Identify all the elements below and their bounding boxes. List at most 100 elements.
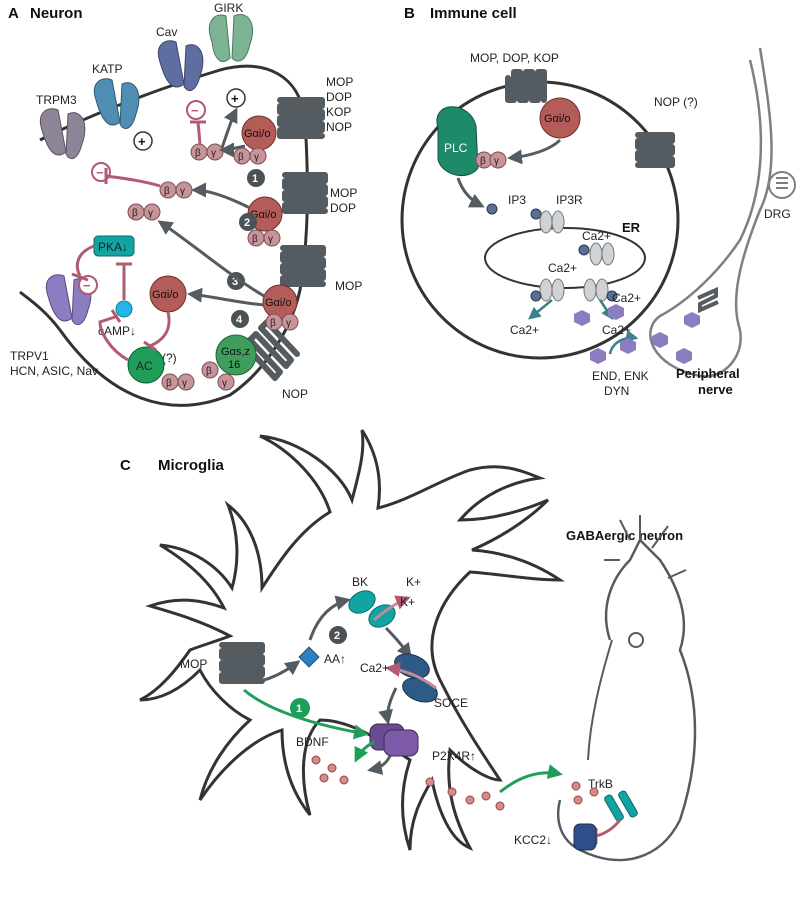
svg-text:Gαs,z: Gαs,z xyxy=(221,346,250,358)
trkb-receptor: TrkB xyxy=(588,777,638,822)
inhibit-pka-trpv1 xyxy=(71,244,95,282)
panel-b-title: Immune cell xyxy=(430,5,517,22)
trpm3-channel: TRPM3 xyxy=(36,93,86,160)
ca-er-1: Ca2+ xyxy=(548,261,577,275)
receptor-1 xyxy=(277,97,325,139)
svg-text:γ: γ xyxy=(286,318,291,329)
r4-label: NOP xyxy=(282,387,308,401)
svg-text:γ: γ xyxy=(254,152,259,163)
svg-text:1: 1 xyxy=(296,703,302,715)
gas-protein: (?) Gαs,z 16 β γ β γ xyxy=(161,334,257,391)
svg-text:γ: γ xyxy=(222,378,227,389)
r3-label-0: MOP xyxy=(335,279,362,293)
step-2-badge: 2 xyxy=(239,213,257,231)
svg-text:β: β xyxy=(480,156,486,167)
step-4-badge: 4 xyxy=(231,310,249,328)
svg-text:2: 2 xyxy=(244,217,250,229)
cav-label: Cav xyxy=(156,25,177,39)
svg-text:β: β xyxy=(206,366,212,377)
nop-label: NOP (?) xyxy=(654,95,698,109)
svg-text:β: β xyxy=(166,378,172,389)
cav-channel: Cav xyxy=(156,25,204,92)
svg-text:−: − xyxy=(191,103,199,118)
bdnf-label: BDNF xyxy=(296,735,329,749)
svg-text:4: 4 xyxy=(236,314,243,326)
step-1-c-badge: 1 xyxy=(290,698,310,718)
svg-text:β: β xyxy=(238,152,244,163)
svg-text:Gαi/o: Gαi/o xyxy=(265,297,292,309)
svg-text:−: − xyxy=(83,278,91,293)
svg-text:β: β xyxy=(164,186,170,197)
soce-channel: SOCE xyxy=(394,653,468,710)
panel-a-letter: A xyxy=(8,5,19,22)
svg-text:3: 3 xyxy=(232,276,238,288)
panel-c-title: Microglia xyxy=(158,457,225,474)
receptor-2 xyxy=(282,172,328,214)
svg-text:γ: γ xyxy=(268,234,273,245)
step-3-badge: 3 xyxy=(227,272,245,290)
immune-gai: Gαi/o xyxy=(539,97,581,139)
nop-receptor xyxy=(635,132,675,168)
ca-er-2: Ca2+ xyxy=(582,229,611,243)
ip3-molecule-4 xyxy=(530,290,542,302)
green-arrow-bdnf-to-trkb xyxy=(499,764,563,794)
inhibit-trkb-kcc2 xyxy=(594,819,622,844)
aa-molecule xyxy=(298,646,320,668)
ip3-molecule-5 xyxy=(606,290,618,302)
svg-text:β: β xyxy=(195,148,201,159)
ca-influx-arrow xyxy=(385,662,437,690)
inhibit-bg-trpm3 xyxy=(104,168,161,188)
mop-label: MOP xyxy=(180,657,207,671)
g-protein-3: Gαi/o β γ xyxy=(262,284,299,331)
arrow-gprot2-to-bg xyxy=(191,182,251,210)
inhibit-gai-ac xyxy=(143,311,171,352)
p2x4r-channel: P2X4R↑ xyxy=(369,723,476,763)
arrow-gprot3-to-bg xyxy=(157,220,265,298)
svg-text:PLC: PLC xyxy=(444,141,468,155)
nerve-label-1: Peripheral xyxy=(676,366,740,381)
svg-text:γ: γ xyxy=(182,378,187,389)
peptide-label-2: DYN xyxy=(604,384,629,398)
bk-label: BK xyxy=(352,575,368,589)
beta-gamma-free-1: β γ xyxy=(190,143,224,161)
gai-free: Gαi/o xyxy=(149,275,187,313)
microglia-membrane xyxy=(139,429,565,851)
arrow-aa-to-bk xyxy=(308,595,351,641)
svg-text:+: + xyxy=(231,91,239,106)
svg-text:+: + xyxy=(138,134,146,149)
bk-channel: BK xyxy=(348,575,396,628)
svg-text:Gαi/o: Gαi/o xyxy=(544,113,571,125)
receptor-3 xyxy=(280,245,326,287)
trpv1-sub-label: HCN, ASIC, Nav xyxy=(10,364,98,378)
svg-text:β: β xyxy=(252,234,258,245)
panel-a-title: Neuron xyxy=(30,5,83,22)
svg-text:cAMP↓: cAMP↓ xyxy=(98,324,136,338)
svg-text:γ: γ xyxy=(211,148,216,159)
r1-label-1: DOP xyxy=(326,90,352,104)
svg-text:−: − xyxy=(96,165,104,180)
green-arrow-bdnf-release xyxy=(354,740,375,763)
inhibit-ac-camp xyxy=(98,309,129,362)
ip3-molecule-3 xyxy=(578,244,590,256)
ca-cyto-3: Ca2+ xyxy=(612,291,641,305)
receptor-4 xyxy=(242,319,300,381)
ip3r-label: IP3R xyxy=(556,193,583,207)
minus-cav: − xyxy=(186,100,206,120)
r2-label-1: DOP xyxy=(330,201,356,215)
r2-label-0: MOP xyxy=(330,186,357,200)
ip3-label: IP3 xyxy=(508,193,526,207)
camp: cAMP↓ xyxy=(98,300,136,338)
panel-c: C Microglia GABAergic neuron MOP AA↑ 2 B… xyxy=(120,429,697,862)
inhibit-camp-pka xyxy=(116,262,132,300)
k-label-1: K+ xyxy=(406,575,421,589)
panel-b: B Immune cell MOP, DOP, KOP Gαi/o NOP (?… xyxy=(400,5,796,398)
beta-gamma-free-2: β γ xyxy=(159,181,193,199)
arrow-gprot1-to-bg xyxy=(219,142,246,158)
arrow-gprot3-to-gai xyxy=(187,287,265,307)
r1-label-3: NOP xyxy=(326,120,352,134)
ca-cyto-1: Ca2+ xyxy=(510,323,539,337)
g-protein-2: Gαi/o β γ xyxy=(247,196,283,247)
minus-trpv1: − xyxy=(78,275,98,295)
adenylyl-cyclase: AC xyxy=(127,346,165,384)
